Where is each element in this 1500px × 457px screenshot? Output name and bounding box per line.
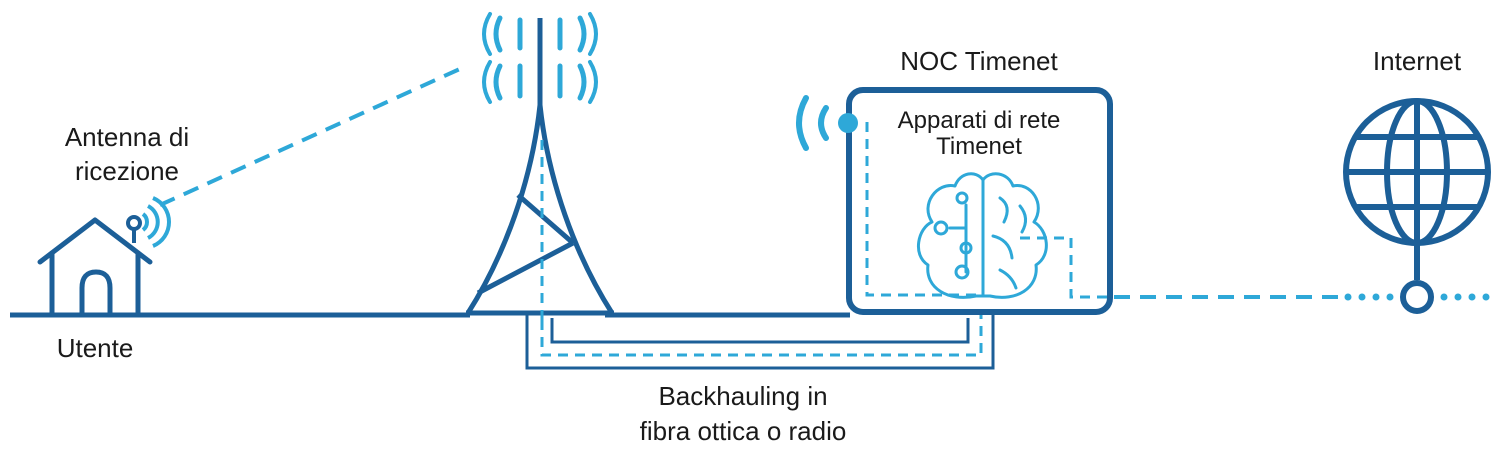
noc-wireless-icon bbox=[796, 95, 858, 151]
globe-icon bbox=[1343, 98, 1491, 314]
antenna-label-line2: ricezione bbox=[75, 156, 179, 186]
antenna-label-line1: Antenna di bbox=[65, 122, 189, 152]
brain-icon bbox=[917, 172, 1048, 299]
user-label: Utente bbox=[57, 333, 134, 363]
house-icon bbox=[37, 217, 153, 318]
wireless-link bbox=[159, 66, 463, 207]
receiver-antenna-icon bbox=[126, 196, 171, 248]
internet-label: Internet bbox=[1373, 46, 1462, 76]
apparatus-label-line1: Apparati di rete bbox=[898, 107, 1061, 134]
radio-tower-icon bbox=[465, 12, 615, 320]
noc-title: NOC Timenet bbox=[900, 46, 1058, 76]
backhaul-label-line1: Backhauling in bbox=[658, 381, 827, 411]
apparatus-label-line2: Timenet bbox=[936, 133, 1022, 160]
backhaul-conduit bbox=[525, 300, 995, 370]
backhaul-label-line2: fibra ottica o radio bbox=[640, 416, 847, 446]
internet-link bbox=[1114, 293, 1490, 301]
